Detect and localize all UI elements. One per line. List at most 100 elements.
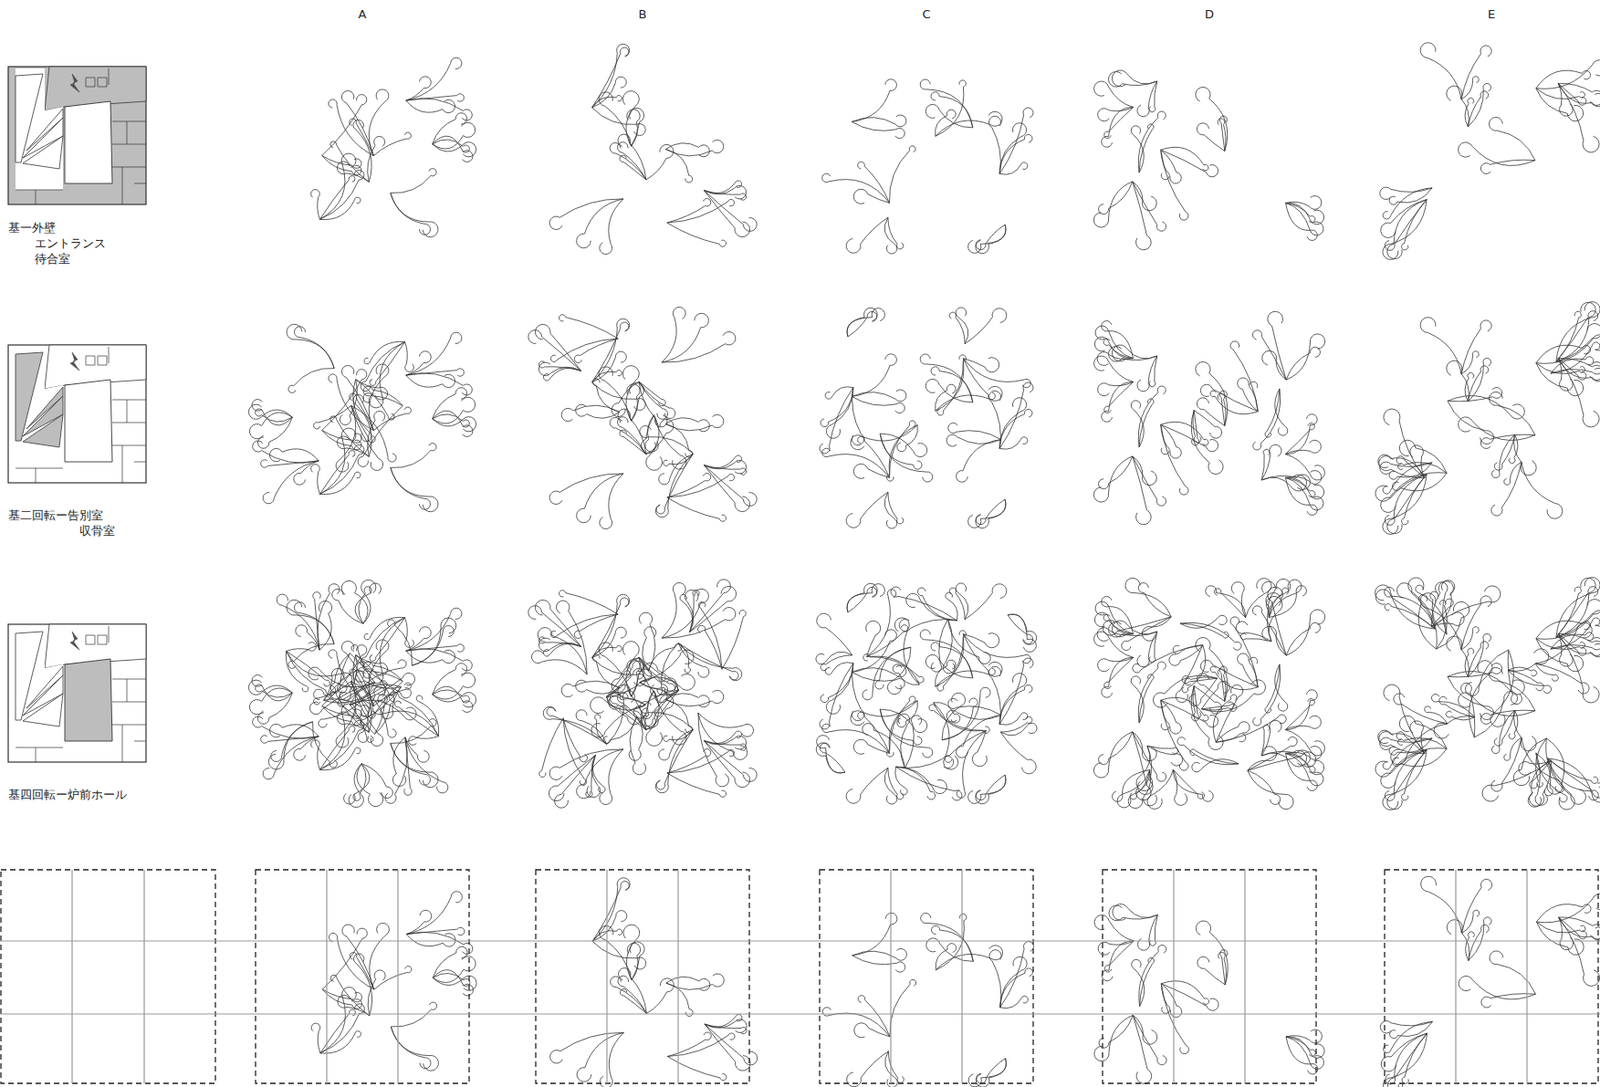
ornament-curve (1550, 356, 1594, 374)
ornament-curve (368, 89, 389, 157)
ornament-copy (549, 318, 757, 529)
ornament-curve (610, 976, 648, 1014)
ornament-curve (1446, 360, 1470, 402)
ornament-curve (1275, 388, 1288, 436)
ornament-curve (550, 338, 618, 362)
ornament-curve (590, 697, 647, 714)
ornament-curve (592, 378, 619, 412)
ornament-curve (1101, 596, 1134, 635)
ornament-curve (322, 928, 367, 990)
ornament-curve (999, 437, 1028, 450)
ornament-curve (1285, 422, 1315, 454)
ornament-curve (1558, 83, 1600, 153)
ornament-curve (311, 189, 321, 220)
ornament-curve (1000, 716, 1033, 733)
ornament-curve (361, 763, 393, 799)
ornament-curve (432, 122, 476, 149)
ornament-curve (1230, 616, 1258, 688)
ornament-curve (1094, 336, 1133, 359)
ornament-curve (1130, 676, 1144, 723)
ornament-curve (1132, 181, 1151, 251)
ornament-curve (1000, 722, 1037, 736)
ornament-curve (1138, 661, 1166, 723)
ornament-curve (847, 583, 878, 613)
ornament-curve (328, 932, 374, 990)
grid-line (0, 1013, 1600, 1015)
ornament-curve (543, 643, 581, 657)
ornament-curve (1101, 106, 1134, 147)
ornament-curve (944, 731, 986, 764)
ornament-curve (851, 665, 907, 678)
ornament-curve (1205, 585, 1246, 618)
ornament-curve (432, 690, 471, 703)
ornament-curve (1181, 645, 1206, 693)
ornament-copy (268, 642, 449, 808)
ornament-curve (638, 657, 668, 703)
ornament-curve (1160, 149, 1219, 178)
grid-frame (535, 869, 750, 1084)
ornament-copy (822, 79, 1034, 254)
floor-plan (8, 624, 147, 763)
ornament-curve (655, 453, 693, 518)
ornament-copy (1375, 302, 1600, 520)
ornament-curve (1215, 684, 1244, 743)
ornament-curve (623, 924, 640, 981)
grid-line (325, 869, 327, 1084)
ornament-curve (897, 700, 919, 728)
ornament-curve (1253, 664, 1281, 726)
ornament-curve (1556, 586, 1599, 638)
ornament-curve (320, 1009, 356, 1054)
ornament-curve (1094, 81, 1134, 107)
ornament-curve (879, 433, 928, 457)
ornament-curve (1218, 951, 1227, 985)
ornament-curve (629, 716, 646, 775)
ornament-curve (319, 176, 356, 220)
ornament-curve (1147, 745, 1183, 766)
ornament-curve (935, 384, 957, 411)
ornament-curve (661, 588, 709, 638)
ornament-curve (1217, 118, 1226, 152)
ornament-curve (963, 358, 996, 400)
ornament-curve (667, 1033, 735, 1057)
ornament-curve (592, 594, 630, 659)
ornament-curve (1286, 1036, 1325, 1059)
ornament-curve (390, 742, 439, 787)
ornament-curve (666, 973, 725, 990)
ornament-curve (1180, 623, 1229, 638)
ornament-curve (356, 763, 384, 807)
ornament-curve (667, 473, 712, 498)
ornament-curve (1094, 1014, 1133, 1061)
ornament-curve (339, 655, 357, 701)
ornament-curve (1380, 474, 1427, 513)
ornament-curve (949, 587, 965, 620)
ornament-curve (369, 922, 390, 990)
ornament-pattern (550, 878, 758, 1087)
ornament-curve (661, 313, 709, 363)
ornament-curve (887, 647, 910, 695)
ornament-curve (395, 700, 440, 737)
ornament-curve (884, 217, 898, 254)
ornament-curve (643, 662, 679, 691)
ornament-curve (1384, 604, 1435, 629)
ornament-curve (1195, 637, 1228, 702)
ornament-curve (1439, 696, 1475, 717)
ornament-curve (648, 643, 682, 670)
ornament-curve (574, 338, 618, 363)
ornament-curve (1382, 188, 1433, 220)
ornament-curve (989, 950, 1002, 1008)
ornament-curve (904, 715, 921, 769)
ornament-curve (619, 155, 647, 180)
ornament-curve (1132, 181, 1157, 211)
grid-line (677, 869, 679, 1084)
ornament-curve (1132, 1014, 1157, 1045)
ornament-curve (432, 975, 477, 991)
ornament-curve (1420, 317, 1462, 375)
ornament-curve (1464, 372, 1475, 402)
ornament-curve (432, 142, 477, 157)
ornament-copy (1094, 586, 1325, 767)
ornament-pattern (1375, 577, 1600, 811)
ornament-curve (999, 673, 1026, 725)
row-label: 待合室 (34, 251, 71, 267)
ornament-curve (999, 162, 1028, 175)
ornament-curve (319, 169, 364, 220)
